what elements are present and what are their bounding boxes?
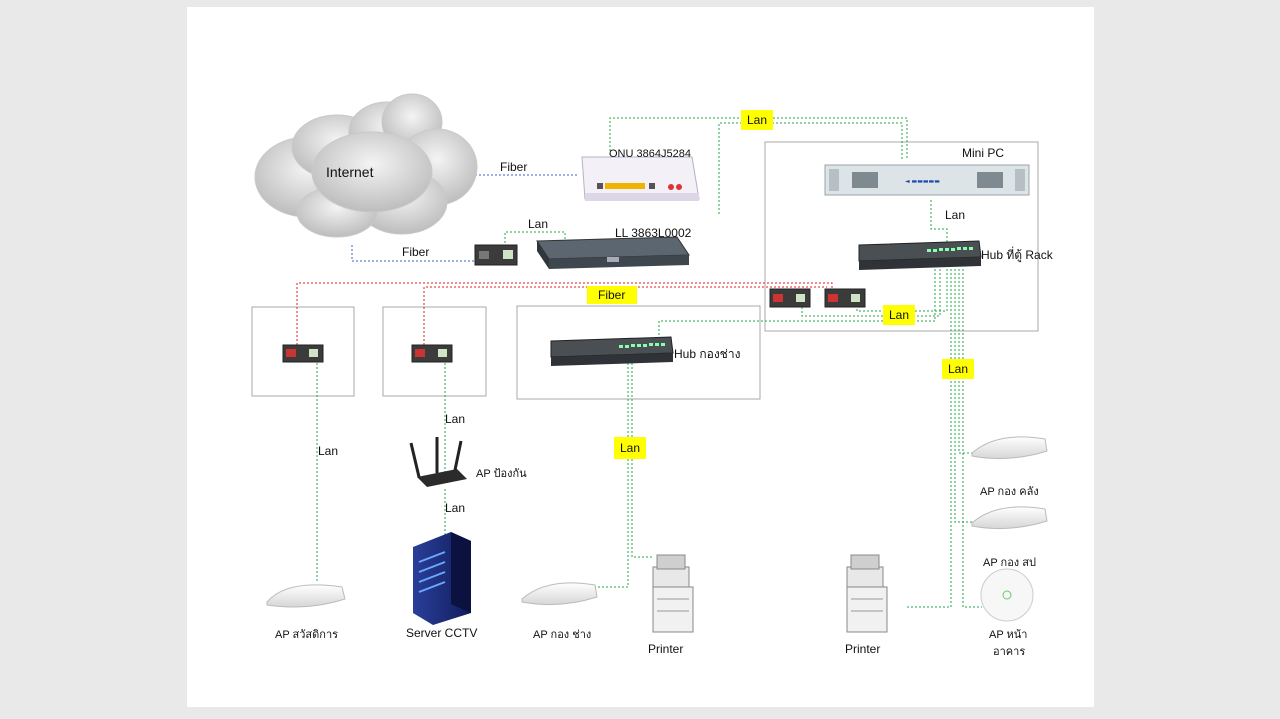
mini-pc-icon: ◄ ▬▬▬▬▬ xyxy=(824,164,1030,196)
ap-education-label: AP กอง สป xyxy=(983,557,1036,569)
hub-workshop-label: Hub กองช่าง xyxy=(674,347,740,361)
lan-top-highlight xyxy=(741,110,773,130)
fiber-bottom-label: Fiber xyxy=(402,245,429,259)
server-cctv-label: Server CCTV xyxy=(406,626,477,640)
printer-right-icon xyxy=(846,554,888,633)
slide-canvas: Internet ONU 3864J5284 Fiber Fiber Lan L… xyxy=(187,7,1094,707)
access-point-icon xyxy=(266,436,1048,608)
ap-treasury-label: AP กอง คลัง xyxy=(980,486,1039,498)
lan-left-label: Lan xyxy=(318,444,338,458)
lan-workshop-highlight xyxy=(614,437,646,459)
switch-icon xyxy=(858,240,982,270)
printer-left-label: Printer xyxy=(648,642,683,656)
fiber-hl-label: Fiber xyxy=(598,288,625,302)
workshop-hub-box xyxy=(516,305,761,400)
media-converter-icon xyxy=(474,244,518,266)
lan-ll-label: Lan xyxy=(528,217,548,231)
onu-label: ONU 3864J5284 xyxy=(609,148,691,160)
guard-converter-icon xyxy=(411,344,453,363)
rack-converter-right-icon xyxy=(824,288,866,308)
printer-icon xyxy=(652,554,694,633)
server-icon xyxy=(413,532,471,625)
ap-welfare-label: AP สวัสดิการ xyxy=(275,629,338,641)
welfare-converter-icon xyxy=(282,344,324,363)
lan-right-highlight xyxy=(942,359,974,379)
svg-text:◄ ▬▬▬▬▬: ◄ ▬▬▬▬▬ xyxy=(905,178,940,185)
welfare-converter-box xyxy=(251,306,355,397)
fiber-top-label: Fiber xyxy=(500,160,527,174)
leased-line-router-icon xyxy=(536,236,690,269)
ap-guard-label: AP ป้องกัน xyxy=(476,468,527,480)
fiber-lines-red xyxy=(296,282,833,349)
ap-front-1-label: AP หน้า xyxy=(989,629,1027,641)
printer-right-label: Printer xyxy=(845,642,880,656)
rack-converter-left-icon xyxy=(769,288,811,308)
lan-lines xyxy=(316,117,982,608)
lan-workshop-hl-label: Lan xyxy=(620,441,640,455)
lan-right-hl-label: Lan xyxy=(948,362,968,376)
ap-workshop-label: AP กอง ช่าง xyxy=(533,629,591,641)
lan-minipc-label: Lan xyxy=(945,208,965,222)
lan-rack-hl-label: Lan xyxy=(889,308,909,322)
lan-top-hl-label: Lan xyxy=(747,113,767,127)
network-diagram: Internet ONU 3864J5284 Fiber Fiber Lan L… xyxy=(251,93,1054,658)
fiber-highlight xyxy=(587,286,637,304)
ap-front-2-label: อาคาร xyxy=(993,646,1025,658)
lan-mid1-label: Lan xyxy=(445,412,465,426)
onu-router-icon xyxy=(581,156,700,201)
cloud-icon xyxy=(254,93,478,238)
wifi-router-icon xyxy=(409,437,467,487)
lan-mid2-label: Lan xyxy=(445,501,465,515)
internet-label: Internet xyxy=(326,164,374,180)
lan-rack-highlight xyxy=(883,305,915,325)
ceiling-access-point-icon xyxy=(980,568,1034,622)
ll-label: LL 3863L0002 xyxy=(615,226,692,240)
mini-pc-label: Mini PC xyxy=(962,146,1004,160)
hub-rack-label: Hub ที่ตู้ Rack xyxy=(981,246,1054,263)
workshop-switch-icon xyxy=(550,336,674,366)
guard-converter-box xyxy=(382,306,487,397)
